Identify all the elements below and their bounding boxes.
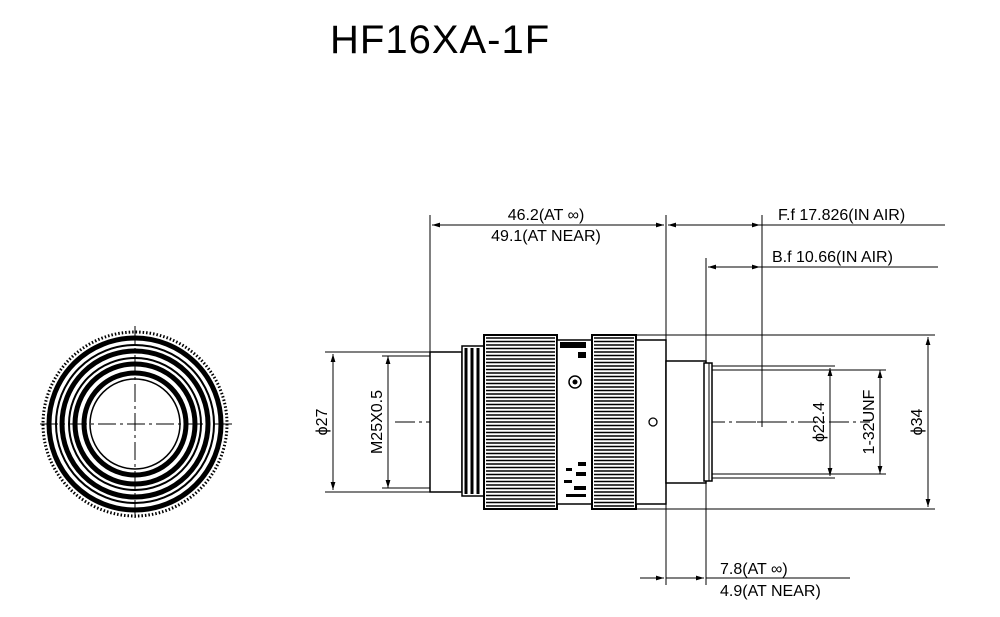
flange-focal-label: F.f 17.826(IN AIR) bbox=[778, 207, 905, 224]
outer-ring bbox=[46, 335, 224, 513]
mid-section bbox=[556, 339, 593, 505]
dia-filter-label: ϕ27 bbox=[314, 409, 331, 436]
back-focal-label: B.f 10.66(IN AIR) bbox=[772, 249, 893, 266]
front-view bbox=[40, 326, 232, 522]
inner-ring bbox=[81, 370, 189, 478]
mount-near-label: 4.9(AT NEAR) bbox=[720, 583, 821, 600]
mount-barrel bbox=[665, 360, 707, 484]
length-near-label: 49.1(AT NEAR) bbox=[491, 228, 601, 245]
dia-body-label: ϕ34 bbox=[909, 409, 926, 436]
index-mark bbox=[568, 375, 582, 389]
drawing-title: HF16XA-1F bbox=[330, 18, 551, 62]
mount-thread-label: 1-32UNF bbox=[861, 389, 878, 454]
length-inf-label: 46.2(AT ∞) bbox=[508, 207, 585, 224]
knurl-ring bbox=[41, 330, 229, 518]
side-view: 46.2(AT ∞) 49.1(AT NEAR) F.f 17.826(IN A… bbox=[314, 207, 945, 600]
rear-body bbox=[635, 339, 667, 505]
dia-mount-label: ϕ22.4 bbox=[811, 402, 828, 442]
mount-inf-label: 7.8(AT ∞) bbox=[720, 561, 788, 578]
filter-barrel bbox=[429, 351, 463, 493]
filter-thread-label: M25X0.5 bbox=[369, 390, 386, 454]
